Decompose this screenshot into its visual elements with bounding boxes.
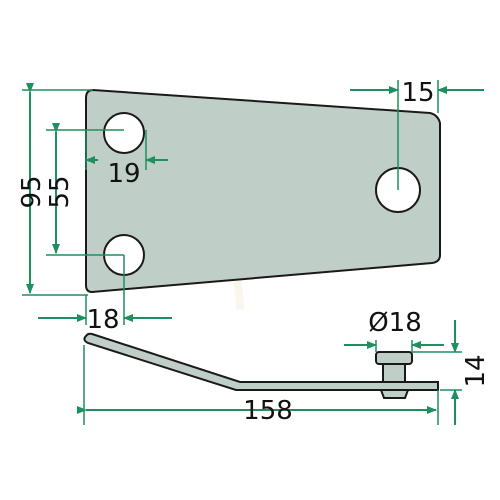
dim-label-55: 55: [45, 175, 75, 208]
bolt: [375, 351, 413, 399]
dimension-lines: [26, 83, 484, 425]
hole-top-left: [103, 112, 145, 154]
dim-label-15: 15: [401, 78, 434, 108]
dim-label-19: 19: [107, 159, 140, 189]
plate-side-view: [83, 332, 439, 391]
plate-top-view: [85, 88, 441, 294]
dim-label-18: 18: [86, 305, 119, 335]
dim-label-diameter-18: Ø18: [368, 308, 422, 338]
dimension-labels: 95 55 19 18 15 Ø18 14 158: [17, 78, 491, 426]
dim-label-95: 95: [17, 175, 47, 208]
dim-label-158: 158: [243, 396, 293, 426]
dim-label-14: 14: [461, 354, 491, 387]
